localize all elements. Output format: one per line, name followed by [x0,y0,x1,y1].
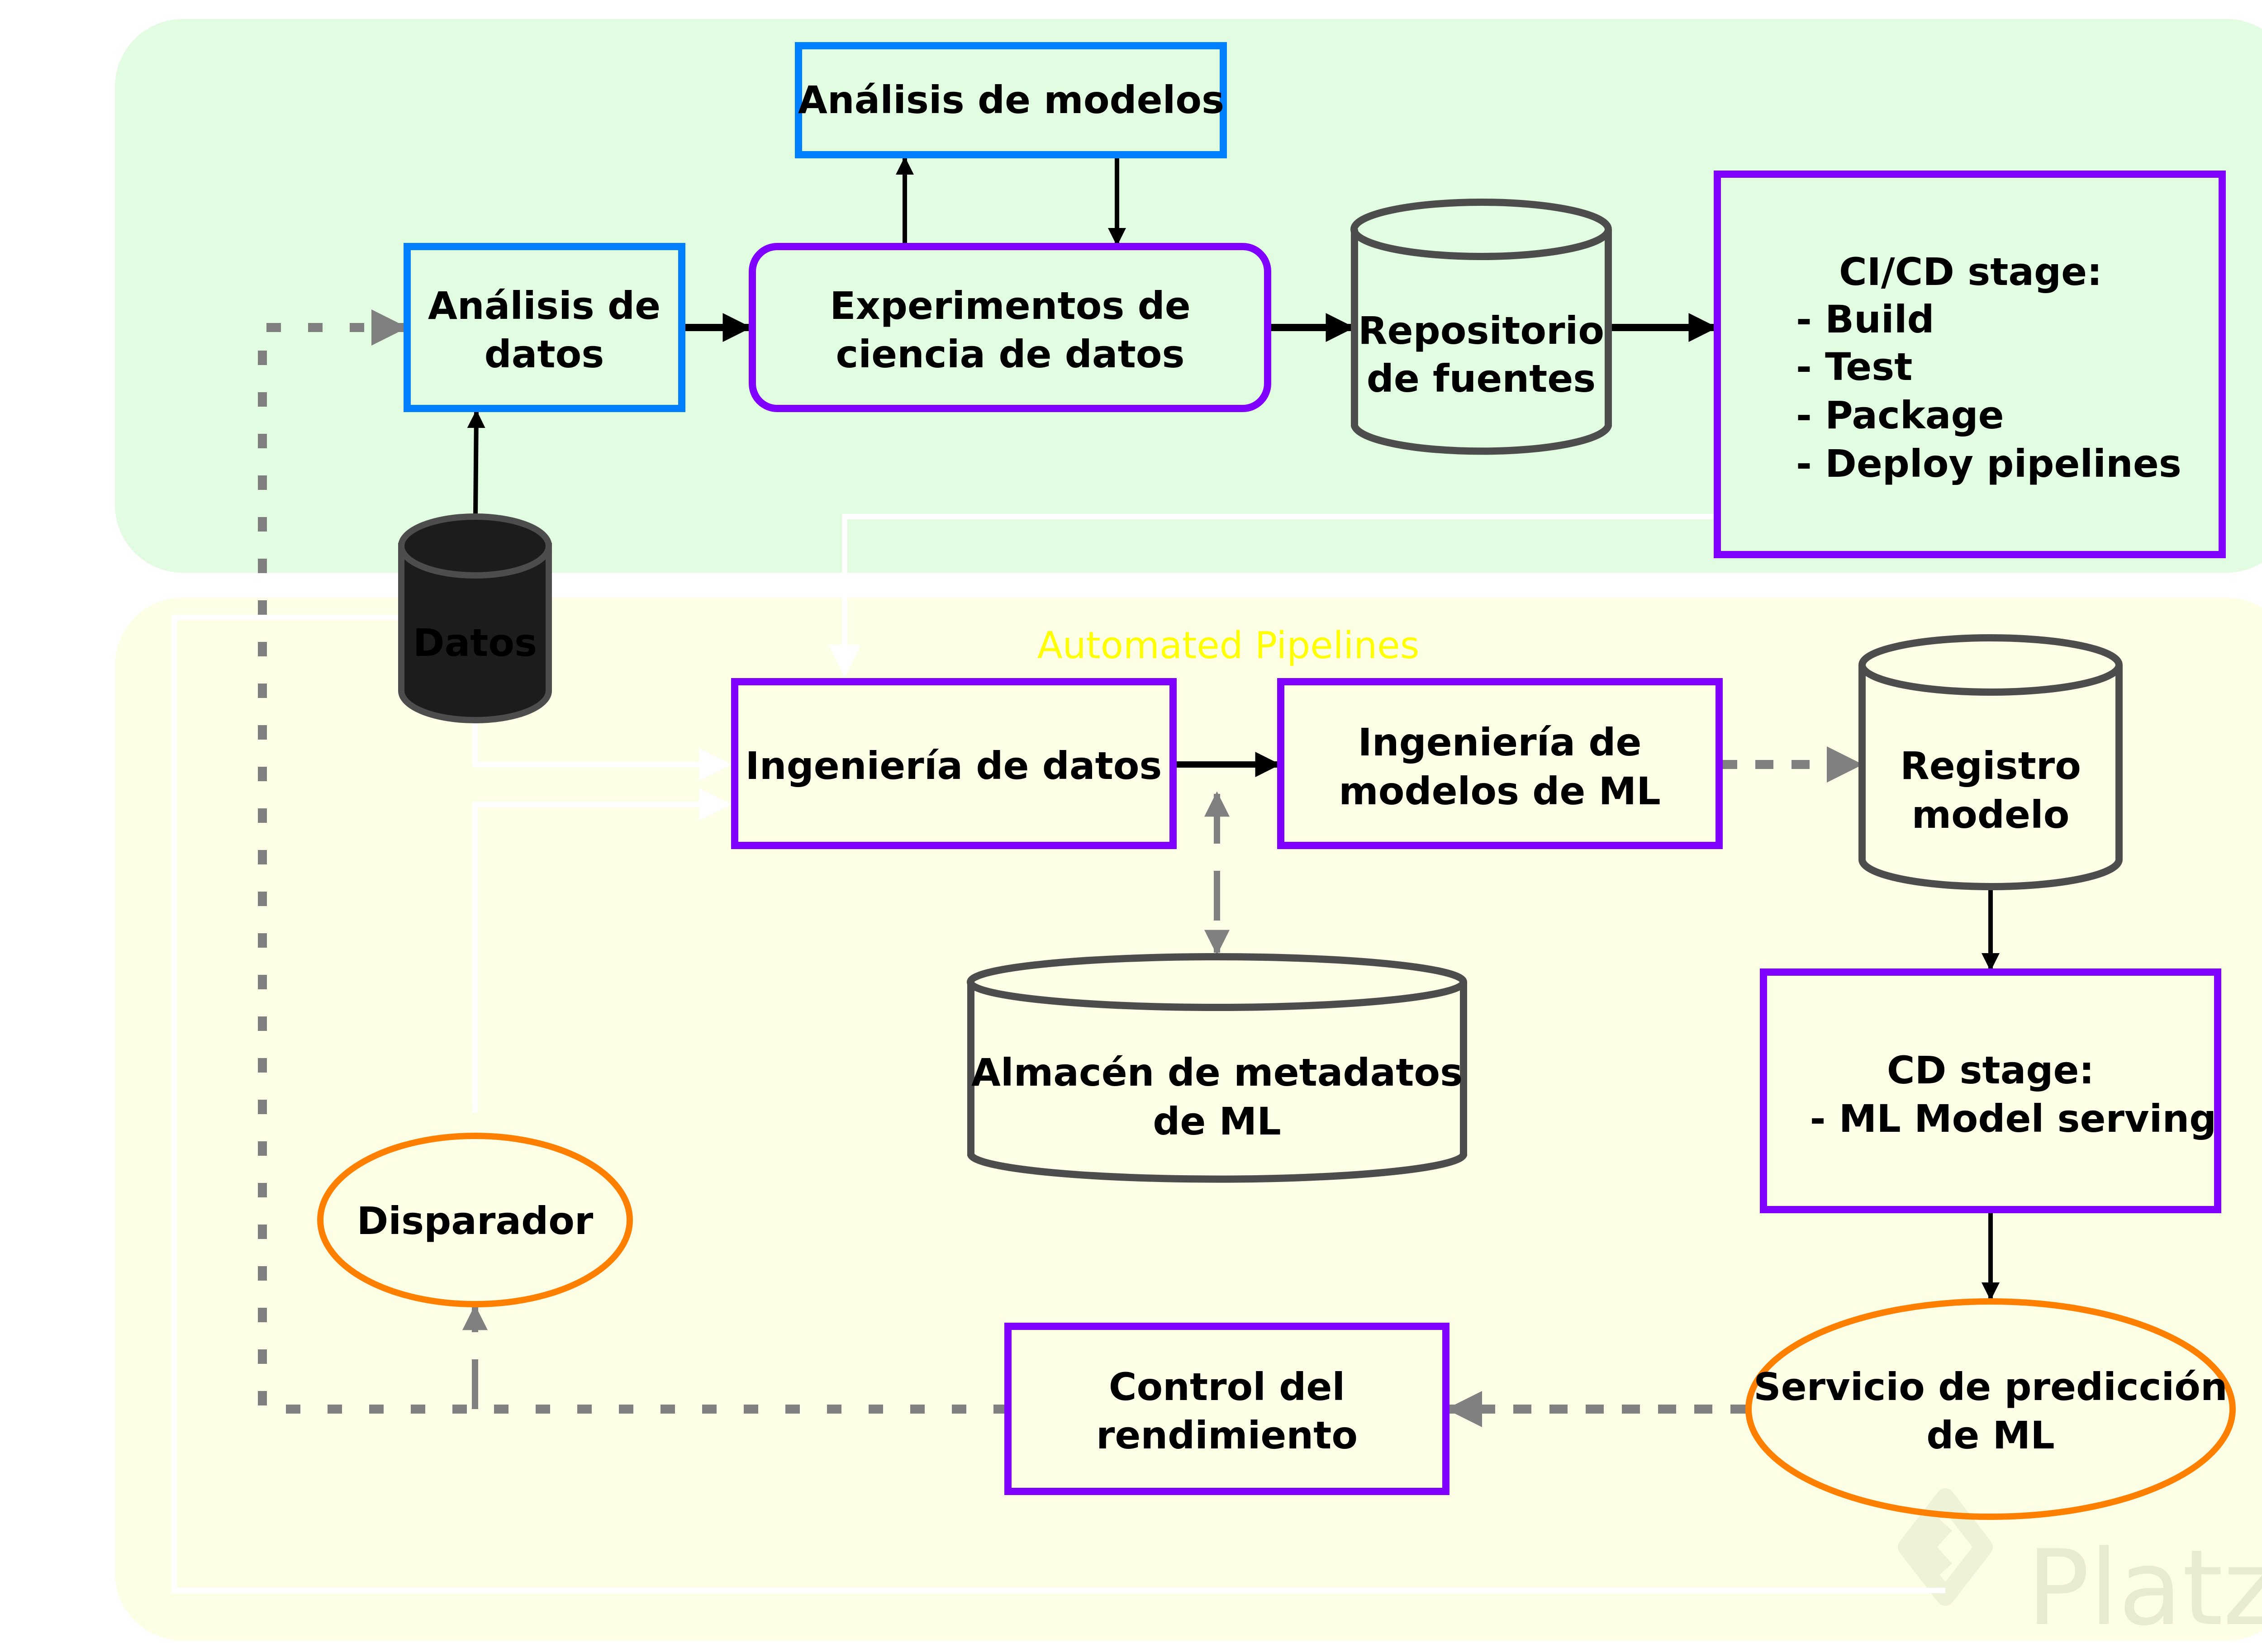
node-label: de ML [1926,1413,2054,1457]
node-label: CI/CD stage: [1839,250,2102,294]
node-label: de ML [1153,1099,1281,1144]
node-label: - Package [1796,393,2004,437]
node-label: ciencia de datos [836,332,1185,376]
white-connectors [171,514,1945,1593]
automated-pipelines-section [115,598,2262,1641]
node-label: Datos [413,621,537,665]
solid-edges [467,155,2000,1301]
node-label: - Deploy pipelines [1796,441,2181,486]
platzi-watermark: Platzi [1898,1488,2262,1649]
node-disparador[interactable]: Disparador [317,1133,633,1307]
watermark-text: Platzi [2027,1528,2262,1649]
node-label: Repositorio [1358,309,1604,353]
experimentation-section [115,19,2262,573]
node-experimentos[interactable]: Experimentos de ciencia de datos [749,243,1271,412]
node-label: Ingeniería de datos [746,744,1162,788]
node-label: Control del [1109,1365,1345,1409]
node-repositorio-fuentes[interactable]: Repositorio de fuentes [1350,199,1612,455]
node-label: Disparador [357,1199,594,1243]
node-cicd-stage[interactable]: CI/CD stage: - Build - Test - Package - … [1714,171,2226,558]
node-analisis-modelos[interactable]: Análisis de modelos [795,42,1227,158]
node-label: modelos de ML [1339,769,1661,813]
node-label: - ML Model serving [1810,1097,2217,1141]
node-label: - Build [1796,297,1934,342]
node-label: modelo [1912,793,2070,837]
node-almacen-metadatos[interactable]: Almacén de metadatos de ML [967,953,1467,1183]
edge-datos-to-ing-datos [472,720,732,781]
node-label: Experimentos de [830,284,1190,328]
edge-disparador-to-ing-datos [472,788,732,1113]
node-cd-stage[interactable]: CD stage: - ML Model serving [1760,968,2221,1213]
edge-cicd-to-ing-datos [828,514,1717,678]
edge-datos-to-analisis-datos [467,410,485,517]
node-label: Almacén de metadatos [971,1050,1463,1095]
node-analisis-datos[interactable]: Análisis de datos [404,243,685,412]
node-datos[interactable]: Datos [398,513,552,723]
node-servicio-prediccion[interactable]: Servicio de predicción de ML [1745,1298,2236,1520]
section-title-automated-pipelines: Automated Pipelines [1037,624,1420,667]
node-label: de fuentes [1367,356,1596,401]
node-label: CD stage: [1887,1048,2094,1092]
node-label: Análisis de modelos [798,78,1224,122]
dashed-edges [258,309,1863,1427]
node-label: Registro [1900,744,2081,788]
node-label: Análisis de [428,284,661,328]
node-ingenieria-modelos[interactable]: Ingeniería de modelos de ML [1277,678,1723,849]
node-label: rendimiento [1096,1413,1358,1457]
node-registro-modelo[interactable]: Registro modelo [1858,634,2123,890]
node-label: Ingeniería de [1358,720,1642,764]
platzi-logo-icon [1898,1488,1993,1606]
node-label: datos [485,332,604,376]
node-label: Servicio de predicción [1754,1365,2228,1409]
node-control-rendimiento[interactable]: Control del rendimiento [1004,1323,1449,1495]
node-ingenieria-datos[interactable]: Ingeniería de datos [731,678,1177,849]
edge-outer-loop [171,615,1945,1593]
node-label: - Test [1796,345,1912,389]
